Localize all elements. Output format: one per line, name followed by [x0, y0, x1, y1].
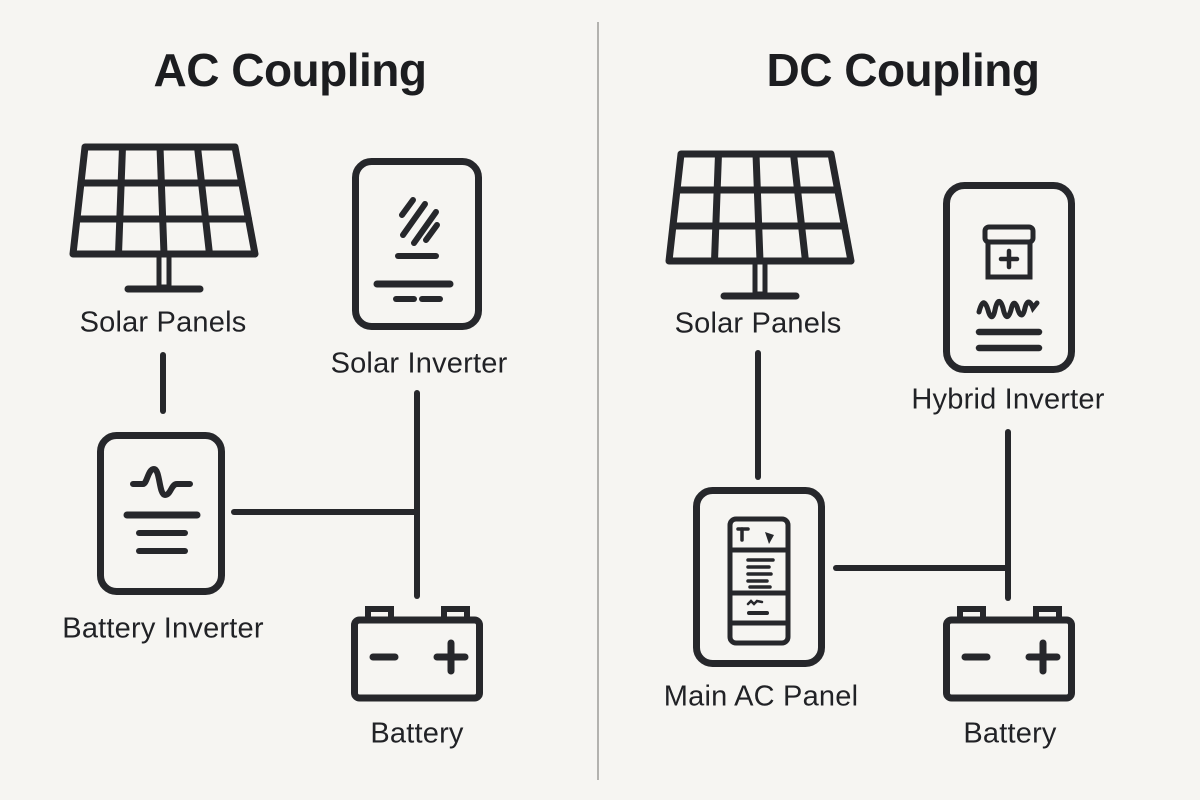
connector-battery-inverter-to-bus	[231, 509, 418, 515]
solar-panels-label: Solar Panels	[674, 307, 842, 340]
dc-coupling-title: DC Coupling	[766, 44, 1041, 96]
battery-label: Battery	[370, 717, 464, 750]
solar-panel-icon	[69, 143, 259, 293]
ac-coupling-title: AC Coupling	[153, 44, 428, 96]
solar-inverter-label: Solar Inverter	[330, 347, 508, 380]
battery-inverter-icon	[97, 432, 225, 595]
main-ac-panel-label: Main AC Panel	[663, 680, 859, 713]
main-ac-panel-icon	[693, 487, 825, 667]
hybrid-inverter-icon	[943, 182, 1075, 373]
solar-inverter-icon	[352, 158, 482, 330]
solar-panel-icon	[665, 150, 855, 300]
battery-icon	[943, 606, 1075, 702]
solar-panels-label: Solar Panels	[79, 306, 247, 339]
connector-main-ac-panel-to-bus	[833, 565, 1011, 571]
connector-solar-inverter-to-battery	[414, 390, 420, 599]
battery-icon	[351, 606, 483, 702]
panel-divider	[597, 22, 599, 780]
connector-solar-panels-to-main-ac-panel	[755, 350, 761, 480]
connector-hybrid-inverter-to-battery	[1005, 429, 1011, 601]
battery-label: Battery	[963, 717, 1057, 750]
hybrid-inverter-label: Hybrid Inverter	[911, 383, 1105, 416]
battery-inverter-label: Battery Inverter	[62, 612, 264, 645]
connector-solar-panels-to-battery-inverter	[160, 352, 166, 414]
